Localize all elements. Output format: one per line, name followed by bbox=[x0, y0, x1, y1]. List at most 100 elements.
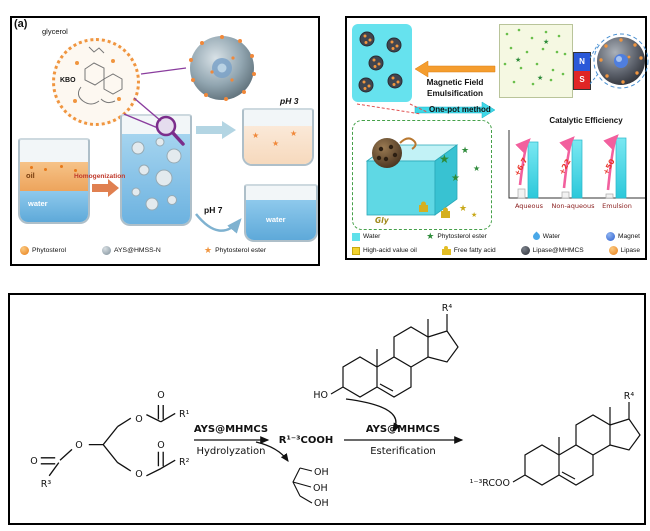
water-icon bbox=[352, 232, 360, 241]
chart-group-emulsion: +50 Emulsion bbox=[601, 134, 632, 210]
svg-text:★: ★ bbox=[439, 152, 450, 166]
fold-annotation: +50 bbox=[601, 157, 617, 176]
water-drop-icon bbox=[531, 231, 542, 242]
kbo-structure-sketch bbox=[73, 46, 123, 105]
category-label: Non-aqueous bbox=[551, 202, 595, 210]
nanoparticle bbox=[189, 35, 256, 101]
reactor-scene: ★★★★ ★★ Gly bbox=[365, 137, 480, 225]
category-label: Aqueous bbox=[515, 202, 544, 210]
r4-label: R⁴ bbox=[442, 303, 453, 314]
homogenization-label: Homogenization bbox=[74, 173, 126, 180]
catalyst-label: AYS@MHMCS bbox=[366, 424, 440, 435]
svg-text:★: ★ bbox=[537, 74, 543, 82]
legend-label: AYS@HMSS-N bbox=[114, 247, 161, 254]
legend-label: Phytosterol bbox=[32, 247, 67, 254]
micelle-structure: KBO bbox=[52, 38, 140, 126]
ho-label: HO bbox=[313, 390, 328, 401]
panel-b-legend-row2: High-acid value oil Free fatty acid Lipa… bbox=[352, 246, 640, 255]
svg-text:★: ★ bbox=[461, 146, 469, 156]
ph7-label: pH 7 bbox=[204, 205, 223, 215]
catalyst-label: AYS@MHMCS bbox=[194, 424, 268, 435]
svg-text:★: ★ bbox=[473, 164, 480, 173]
chart-group-non-aqueous: +22 Non-aqueous bbox=[551, 136, 595, 210]
micelle-dots bbox=[73, 59, 121, 103]
ester-group-label: ¹⁻³RCOO bbox=[470, 478, 510, 489]
legend-item-high-acid-oil: High-acid value oil bbox=[352, 246, 417, 255]
free-fatty-acid-icon bbox=[441, 246, 451, 255]
to-ph3-arrow bbox=[196, 121, 236, 139]
esterification-step: AYS@MHMCS Esterification bbox=[344, 424, 464, 457]
oil-label: oil bbox=[26, 171, 35, 180]
ph3-label: pH 3 bbox=[280, 96, 299, 106]
phytosterol-ester-icon: ★ bbox=[204, 245, 213, 255]
oh-label: OH bbox=[314, 498, 329, 509]
phytosterol-ester-stars: ★★★★ bbox=[439, 146, 480, 184]
category-label: Emulsion bbox=[602, 202, 632, 210]
svg-text:★: ★ bbox=[451, 173, 460, 184]
phytosterol-ester-star-icon: ★ bbox=[272, 139, 280, 148]
oil-layer: oil bbox=[20, 162, 88, 191]
r3-label: R³ bbox=[41, 479, 52, 490]
emulsion-liquid bbox=[122, 134, 190, 224]
atom-o: O bbox=[75, 440, 82, 451]
hydrolyzation-step: AYS@MHMCS Hydrolyzation bbox=[194, 424, 289, 462]
magnet: N S bbox=[573, 52, 591, 90]
magnet-icon bbox=[605, 232, 615, 241]
one-pot-label: One-pot method bbox=[429, 105, 491, 114]
svg-text:★: ★ bbox=[515, 56, 521, 64]
ester-star-icons: ★★★ bbox=[515, 38, 549, 82]
gly-label: Gly bbox=[375, 216, 390, 225]
panel-c: O O O O O O R¹ R² R³ AYS@MHMCS Hydrolyza… bbox=[8, 293, 646, 525]
svg-text:★: ★ bbox=[471, 211, 477, 219]
water-layer: water bbox=[20, 191, 88, 222]
glycerol-label: glycerol bbox=[42, 27, 68, 36]
fold-annotation: +6.7 bbox=[512, 156, 529, 178]
legend-item-lipase: Lipase bbox=[608, 246, 640, 255]
svg-text:★: ★ bbox=[459, 204, 467, 214]
legend-item-phytosterol-ester: ★ Phytosterol ester bbox=[204, 246, 266, 255]
chart-group-aqueous: +6.7 Aqueous bbox=[512, 138, 544, 210]
step2-label: Esterification bbox=[370, 446, 436, 457]
triglyceride-structure: O O O O O O R¹ R² R³ bbox=[30, 390, 189, 490]
water-label: water bbox=[28, 199, 48, 208]
legend-item-phytosterol-ester: ★Phytosterol ester bbox=[426, 232, 487, 241]
sterol-feed-arrow bbox=[345, 398, 401, 433]
sterol-ester-product: ¹⁻³RCOO R⁴ bbox=[470, 391, 641, 489]
lipase-mhmcs-particle-zoom bbox=[593, 33, 649, 89]
oh-label: OH bbox=[313, 483, 328, 494]
high-acid-oil-icon bbox=[352, 246, 360, 255]
atom-o: O bbox=[135, 469, 142, 480]
legend-label: Phytosterol ester bbox=[437, 233, 487, 240]
fold-annotation: +22 bbox=[557, 157, 573, 176]
emulsification-label: Emulsification bbox=[427, 89, 483, 98]
oh-label: OH bbox=[314, 467, 329, 478]
panel-b-legend-row1: Water ★Phytosterol ester Water Magnet bbox=[352, 231, 640, 242]
water-phase-box bbox=[352, 24, 412, 102]
fatty-acid-label: R¹⁻³COOH bbox=[279, 435, 333, 446]
water2-label: water bbox=[266, 215, 286, 224]
legend-label: Free fatty acid bbox=[453, 247, 496, 254]
legend-label: Magnet bbox=[617, 233, 640, 240]
atom-o: O bbox=[30, 456, 37, 467]
legend-label: High-acid value oil bbox=[363, 247, 417, 254]
glycerol-branch-arrow bbox=[255, 441, 289, 462]
catalytic-efficiency-chart: +6.7 Aqueous +22 Non-aqueous +50 Emulsio… bbox=[508, 130, 645, 210]
ph3-beaker: ★ ★ ★ bbox=[242, 108, 314, 166]
legend-label: Phytosterol ester bbox=[215, 247, 267, 254]
chart-axes bbox=[508, 130, 645, 199]
step1-label: Hydrolyzation bbox=[196, 446, 265, 457]
panel-a: (a) glycerol KBO bbox=[10, 16, 320, 266]
lipase-mhmcs-in-cube bbox=[372, 137, 417, 168]
chart-title: Catalytic Efficiency bbox=[549, 116, 623, 125]
legend-item-phytosterol: Phytosterol bbox=[20, 246, 66, 255]
phytosterol-icon bbox=[20, 246, 29, 255]
reaction-scheme: O O O O O O R¹ R² R³ AYS@MHMCS Hydrolyza… bbox=[30, 303, 641, 509]
phytosterol-ester-star-icon: ★ bbox=[252, 131, 260, 140]
legend-item-lipase-mhmcs: Lipase@MHMCS bbox=[520, 246, 584, 255]
legend-item-ays-hmss-n: AYS@HMSS-N bbox=[102, 246, 161, 255]
homogenization-arrow bbox=[92, 179, 119, 197]
ph7-water-beaker: water bbox=[244, 184, 318, 242]
legend-item-water: Water bbox=[352, 232, 380, 241]
ph7-water: water bbox=[246, 200, 316, 240]
magnet-south: S bbox=[574, 71, 590, 89]
